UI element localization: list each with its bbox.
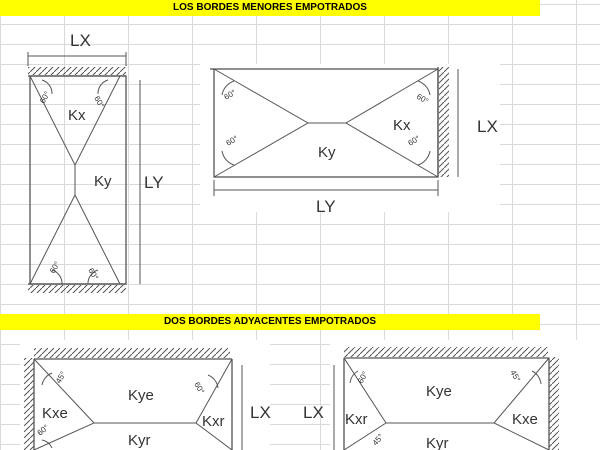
d4-hatch-top — [344, 347, 548, 357]
d1-angle-bl: 60° — [48, 260, 62, 275]
d4-label-kxr: Kxr — [345, 411, 368, 428]
d4-label-kxe: Kxe — [512, 411, 538, 428]
d2-dim-ly: LY — [316, 197, 336, 216]
d2-label-kx: Kx — [393, 117, 411, 134]
banner-bordes-menores: LOS BORDES MENORES EMPOTRADOS — [0, 0, 540, 16]
d2-white-backdrop — [200, 64, 500, 212]
d2-dim-lx: LX — [477, 117, 498, 136]
d4-label-kyr: Kyr — [426, 435, 449, 450]
d2-hatch-right — [439, 67, 449, 177]
diagram-1-vertical-slab — [27, 52, 141, 293]
d2-label-ky: Ky — [318, 144, 336, 161]
d3-label-kye: Kye — [128, 387, 154, 404]
d2-slab-outline — [213, 68, 439, 178]
banner-bordes-adyacentes: DOS BORDES ADYACENTES EMPOTRADOS — [0, 314, 540, 330]
d1-hatch-bottom — [28, 285, 126, 293]
d4-hatch-right — [549, 357, 559, 450]
d1-dim-lx: LX — [70, 31, 91, 50]
d3-dim-lx: LX — [250, 403, 271, 422]
d3-white-backdrop — [20, 340, 270, 450]
d4-dim-lx: LX — [303, 403, 324, 422]
d1-hatch-top — [28, 67, 126, 75]
d1-slab-outline — [29, 75, 127, 285]
d3-label-kyr: Kyr — [128, 432, 151, 449]
d3-label-kxr: Kxr — [202, 413, 225, 430]
diagram-3-adjacent-slab — [24, 348, 243, 450]
d1-label-ky: Ky — [94, 173, 112, 190]
d3-hatch-left — [24, 358, 34, 450]
d1-label-kx: Kx — [68, 107, 86, 124]
diagram-4-adjacent-slab — [333, 347, 559, 450]
d1-dim-ly: LY — [144, 173, 164, 192]
diagram-2-horizontal-slab — [210, 67, 459, 196]
d4-label-kye: Kye — [426, 383, 452, 400]
d3-label-kxe: Kxe — [42, 405, 68, 422]
d3-hatch-top — [34, 348, 230, 358]
d1-angle-tl: 60° — [38, 90, 52, 105]
